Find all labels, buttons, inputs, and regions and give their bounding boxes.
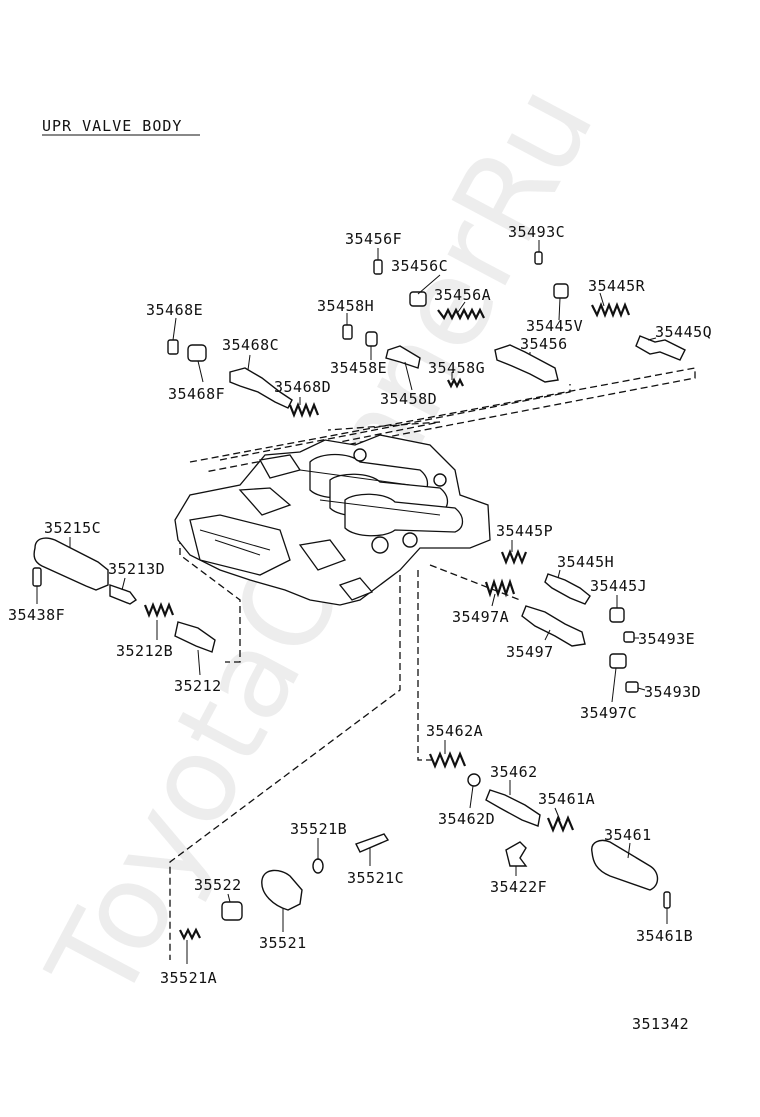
part-35468C-shape [229,367,293,409]
part-label: 35212 [174,677,222,695]
part-label: 35521 [259,934,307,952]
part-35445P-spring [500,549,528,565]
part-35212B-spring [143,602,175,618]
part-label: 35468C [222,336,279,354]
part-35497-shape [521,605,586,647]
part-35458H-shape [342,324,353,340]
part-35215C-shape [33,537,109,591]
part-35445Q-shape [635,335,686,361]
part-35458D-shape [385,345,421,369]
part-35422F-shape [505,841,528,867]
part-label: 35522 [194,876,242,894]
leader-lines [36,240,668,964]
part-35458E-shape [365,331,378,347]
part-label: 35458H [317,297,374,315]
part-35462-shape [485,789,541,827]
part-label: 35468E [146,301,203,319]
part-label: 35456F [345,230,402,248]
part-label: 35461A [538,790,595,808]
part-label: 35521A [160,969,217,987]
dashed-assembly-line-3 [309,421,441,449]
part-35521B-shape [312,858,324,874]
part-label: 35422F [490,878,547,896]
part-label: 35461 [604,826,652,844]
part-35462D-shape [467,773,481,787]
part-label: 35493C [508,223,565,241]
part-35493C-shape [534,251,543,265]
part-35493D-shape [625,681,639,693]
part-label: 35497A [452,608,509,626]
diagram-number: 351342 [632,1015,689,1033]
part-35461B-shape [663,891,671,909]
part-35445V-shape [553,283,569,299]
part-35456A-spring [437,307,485,321]
part-35521C-shape [355,833,390,853]
part-35462A-spring [428,751,467,769]
upper-valve-body [174,434,491,606]
part-label: 35497C [580,704,637,722]
part-label: 35456C [391,257,448,275]
part-label: 35445P [496,522,553,540]
part-label: 35445J [590,577,647,595]
diagram-title: UPR VALVE BODY [42,117,182,135]
part-label: 35462D [438,810,495,828]
part-label: 35438F [8,606,65,624]
part-label: 35212B [116,642,173,660]
part-label: 35468F [168,385,225,403]
dashed-assembly-line-1 [189,367,696,473]
part-label: 35445V [526,317,583,335]
part-label: 35521C [347,869,404,887]
part-35456F-shape [373,259,383,275]
part-35468F-shape [187,344,207,362]
dashed-assembly-line-6 [417,570,432,761]
part-35521-shape [261,869,303,911]
dashed-assembly-line-2 [219,384,571,461]
part-label: 35468D [274,378,331,396]
part-label: 35458D [380,390,437,408]
part-35468E-shape [167,339,179,355]
part-label: 35462 [490,763,538,781]
part-35445H-shape [544,573,591,605]
part-label: 35458G [428,359,485,377]
part-35461-shape [591,839,659,891]
part-label: 35462A [426,722,483,740]
part-35468D-spring [288,402,320,418]
part-label: 35445H [557,553,614,571]
part-label: 35493E [638,630,695,648]
part-35521A-spring [179,927,201,941]
part-label: 35461B [636,927,693,945]
part-label: 35213D [108,560,165,578]
part-35493E-shape [623,631,635,643]
part-35497A-spring [484,578,516,598]
part-35212-shape [174,621,216,653]
part-label: 35215C [44,519,101,537]
part-label: 35458E [330,359,387,377]
part-35213D-shape [109,584,138,605]
part-label: 35456A [434,286,491,304]
part-label: 35521B [290,820,347,838]
part-35456C-shape [409,291,427,307]
part-35461A-spring [546,815,575,833]
part-label: 35497 [506,643,554,661]
part-35497C-shape [609,653,627,669]
part-label: 35456 [520,335,568,353]
part-label: 35493D [644,683,701,701]
part-label: 35445R [588,277,646,295]
part-35522-shape [221,901,243,921]
part-35445R-spring [591,302,631,318]
part-35445J-shape [609,607,625,623]
part-35458G-spring [447,377,464,389]
part-35456-shape [494,344,559,383]
dashed-assembly-line-5 [169,575,401,960]
part-35438F-shape [32,567,42,587]
part-label: 35445Q [655,323,712,341]
